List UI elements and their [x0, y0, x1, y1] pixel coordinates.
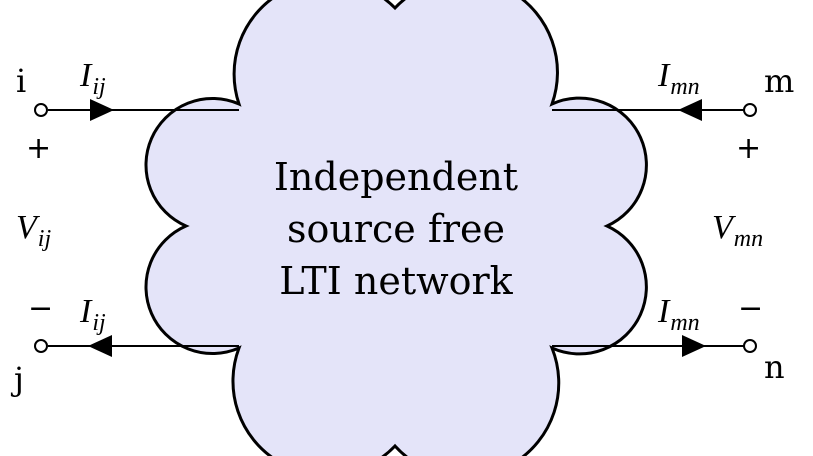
node-label-n: n [764, 348, 785, 386]
terminal-m [743, 103, 757, 117]
network-title-line-2: source free [287, 207, 505, 251]
terminal-i [34, 103, 48, 117]
polarity-minus-left: − [28, 291, 53, 326]
current-label-i: Iij [79, 57, 106, 100]
polarity-plus-left: + [26, 131, 51, 166]
voltage-label-left: Vij [16, 209, 51, 252]
terminal-j [34, 339, 48, 353]
node-label-i: i [16, 62, 26, 100]
polarity-minus-right: − [738, 291, 763, 326]
voltage-label-right: Vmn [712, 209, 763, 252]
network-title-line-1: Independent [274, 155, 518, 199]
terminal-n [743, 339, 757, 353]
node-label-j: j [10, 360, 24, 398]
network-title-line-3: LTI network [279, 259, 513, 303]
current-label-j: Iij [79, 293, 106, 336]
current-arrow-n-icon [682, 335, 706, 357]
node-label-m: m [764, 62, 794, 100]
current-arrow-m-icon [678, 99, 702, 121]
polarity-plus-right: + [736, 131, 761, 166]
current-label-n: Imn [657, 293, 700, 336]
current-arrow-j-icon [88, 335, 112, 357]
current-arrow-i-icon [90, 99, 114, 121]
current-label-m: Imn [657, 57, 700, 100]
network-cloud [144, 0, 648, 456]
